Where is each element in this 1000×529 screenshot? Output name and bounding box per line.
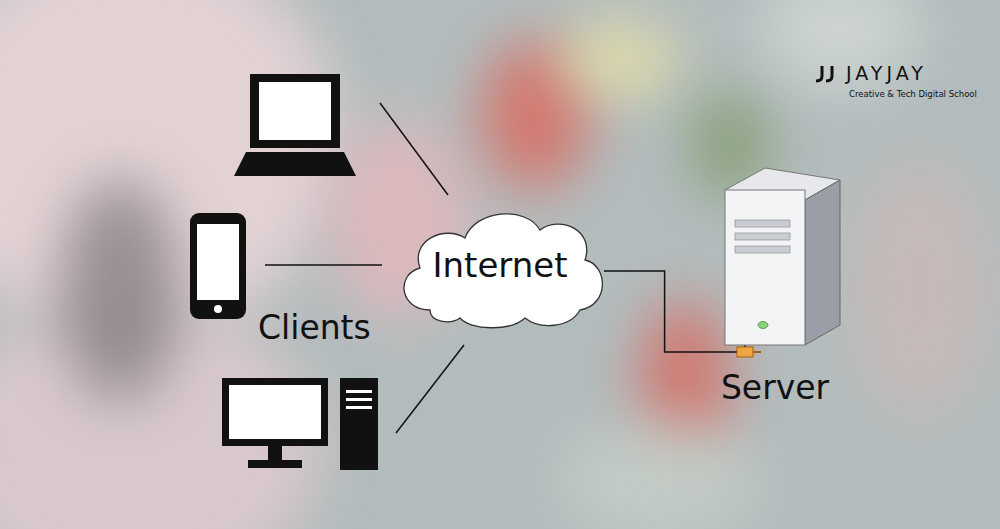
phone-icon (190, 213, 246, 319)
dark-blur (60, 180, 180, 400)
client-link (265, 264, 382, 266)
pink-blur (850, 160, 990, 420)
node-text: Internet (432, 245, 567, 285)
yellow-blur (560, 20, 680, 100)
logo-tagline: Creative & Tech Digital School (849, 89, 977, 99)
group-label: Clients (258, 308, 371, 347)
logo-mark (816, 66, 832, 81)
light-blur (560, 420, 760, 529)
network-link (604, 271, 705, 352)
internet-cloud: Internet (390, 200, 610, 330)
desktop-icon (222, 378, 378, 470)
laptop-icon (234, 74, 356, 176)
client-link (396, 345, 464, 433)
client-link (380, 103, 448, 195)
logo-text: JAYJAY (846, 62, 927, 84)
server-node: Server (705, 160, 845, 410)
node-text: Server (721, 368, 829, 407)
